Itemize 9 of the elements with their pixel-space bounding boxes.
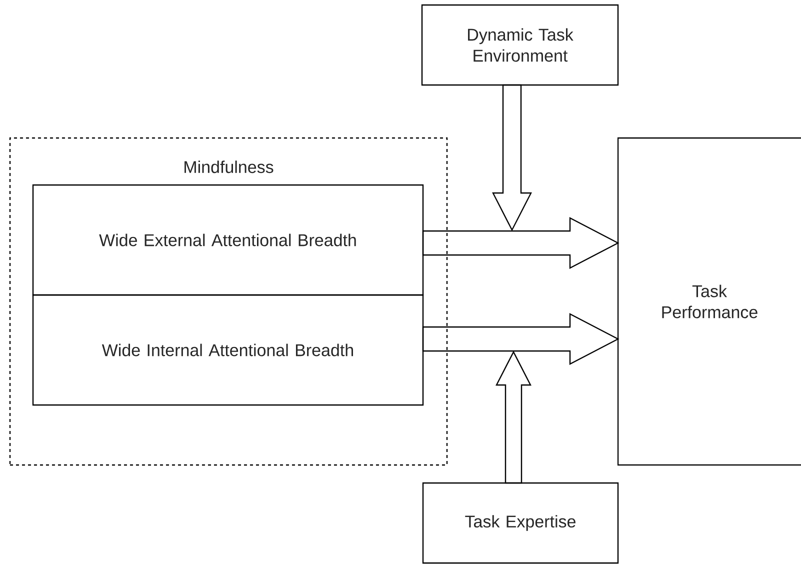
- factor-box: Dynamic Task Environment: [421, 4, 619, 86]
- outcome-box: Task Performance: [617, 137, 801, 466]
- factor-box: Task Expertise: [422, 482, 619, 564]
- attention-box: Wide External Attentional Breadth: [32, 184, 424, 296]
- attention-box: Wide Internal Attentional Breadth: [32, 294, 424, 406]
- block-arrow: [496, 350, 532, 484]
- block-arrow: [422, 313, 620, 365]
- block-arrow: [492, 84, 532, 232]
- block-arrow: [422, 217, 620, 269]
